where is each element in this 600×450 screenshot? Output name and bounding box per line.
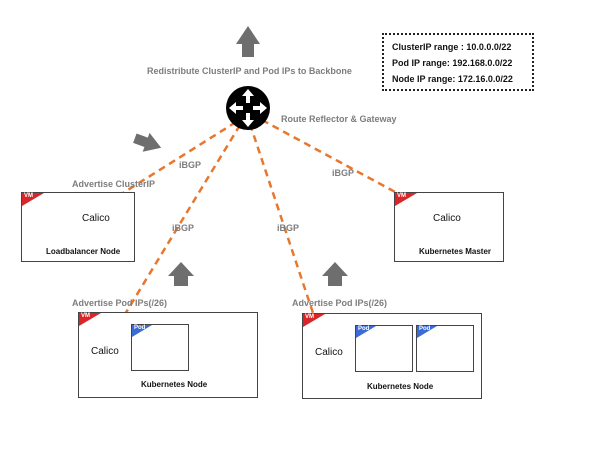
- vm-tag-label: VM: [305, 314, 314, 320]
- node-ip-range: Node IP range: 172.16.0.0/22: [392, 74, 513, 84]
- pod-box: Pod: [416, 325, 474, 372]
- bgp-label: iBGP: [179, 160, 202, 170]
- loadbalancer-node: VM Calico Loadbalancer Node: [21, 192, 135, 262]
- calico-label: Calico: [433, 213, 461, 224]
- app-label: App: [167, 354, 179, 360]
- advertise-pod-ips-label: Advertise Pod IPs(/26): [72, 298, 168, 308]
- vm-tag: [79, 313, 101, 326]
- advertise-pod-ips-label: Advertise Pod IPs(/26): [292, 298, 388, 308]
- pod-ip-range: Pod IP range: 192.168.0.0/22: [392, 58, 513, 68]
- kubernetes-node-label: Kubernetes Node: [141, 380, 208, 389]
- vm-tag-label: VM: [81, 313, 90, 319]
- pod-tag: [356, 326, 376, 338]
- advertise-arrow-icon: [322, 262, 348, 286]
- up-arrow-icon: [236, 26, 260, 57]
- router-icon: [226, 86, 270, 130]
- pod-tag-label: Pod: [134, 325, 146, 331]
- bgp-label: iBGP: [332, 168, 355, 178]
- pod-box: Pod: [355, 325, 413, 372]
- vm-tag-label: VM: [24, 193, 33, 199]
- vm-tag-label: VM: [397, 193, 406, 199]
- app-label: App: [152, 337, 164, 343]
- kubernetes-master-node: VM Calico Kubernetes Master: [394, 192, 504, 262]
- calico-label: Calico: [91, 346, 119, 357]
- pod-tag: [132, 325, 152, 337]
- kubernetes-node-2: VM Calico Pod Pod Kubernetes Node: [302, 313, 482, 399]
- pod-tag-label: Pod: [419, 326, 431, 332]
- bgp-label: iBGP: [277, 223, 300, 233]
- vm-tag: [22, 193, 44, 206]
- pod-tag-label: Pod: [358, 326, 370, 332]
- calico-label: Calico: [82, 213, 110, 224]
- app-label: App: [428, 356, 440, 362]
- ip-range-legend: ClusterIP range : 10.0.0.0/22 Pod IP ran…: [382, 33, 534, 91]
- bgp-line-worker2: [248, 123, 328, 353]
- app-label: App: [439, 340, 451, 346]
- calico-label: Calico: [315, 347, 343, 358]
- advertise-arrow-icon: [168, 262, 194, 286]
- router-label: Route Reflector & Gateway: [281, 114, 397, 124]
- loadbalancer-node-label: Loadbalancer Node: [46, 247, 121, 256]
- pod-tag: [417, 326, 437, 338]
- pod-box: Pod: [131, 324, 189, 371]
- kubernetes-node-1: VM Calico Pod Kubernetes Node: [78, 312, 258, 398]
- bgp-label: iBGP: [172, 223, 195, 233]
- vm-tag: [303, 314, 325, 327]
- kubernetes-node-label: Kubernetes Node: [367, 382, 434, 391]
- backbone-label: Redistribute ClusterIP and Pod IPs to Ba…: [147, 66, 352, 76]
- advertise-clusterip-label: Advertise ClusterIP: [72, 179, 156, 189]
- vm-tag: [395, 193, 417, 206]
- clusterip-range: ClusterIP range : 10.0.0.0/22: [392, 42, 512, 52]
- kubernetes-master-label: Kubernetes Master: [419, 247, 492, 256]
- app-label: App: [376, 340, 388, 346]
- advertise-arrow-icon: [133, 132, 162, 152]
